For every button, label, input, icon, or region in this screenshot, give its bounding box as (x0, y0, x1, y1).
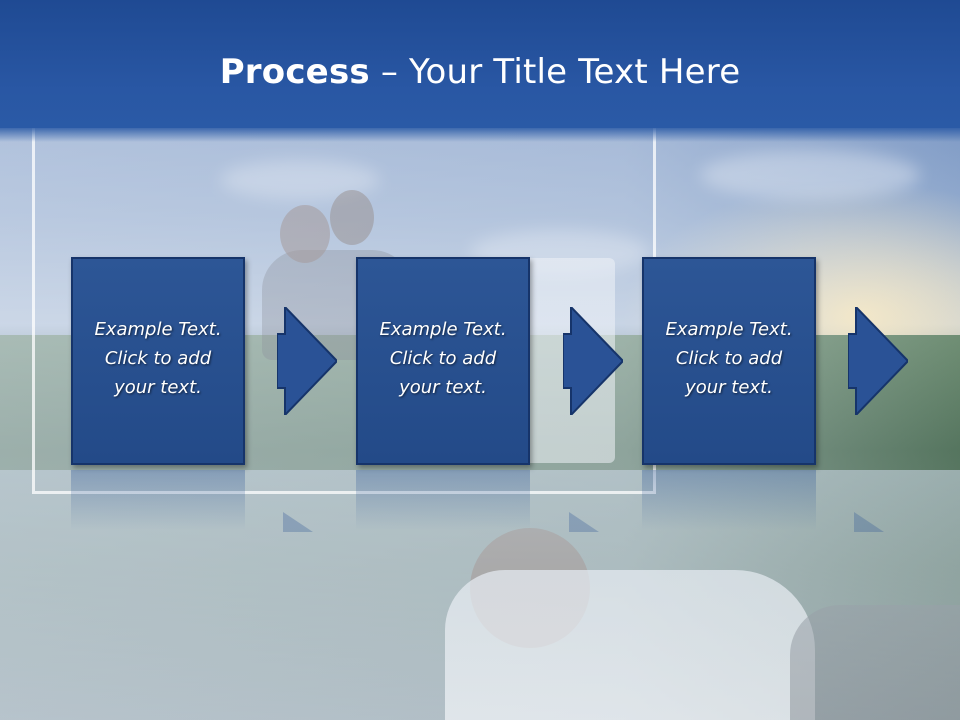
step-text-3: Example Text. Click to add your text. (644, 315, 814, 402)
step-text-line: Example Text. (665, 319, 793, 340)
step-box-3[interactable]: Example Text. Click to add your text. (642, 257, 816, 465)
title-bold: Process (219, 52, 370, 92)
step-reflection-2 (356, 470, 530, 530)
step-reflection-3 (642, 470, 816, 530)
arrow-right-icon (563, 307, 623, 415)
step-reflection-1 (71, 470, 245, 530)
step-text-line: your text. (114, 377, 202, 398)
step-text-line: Example Text. (379, 319, 507, 340)
step-box-2[interactable]: Example Text. Click to add your text. (356, 257, 530, 465)
step-text-line: your text. (685, 377, 773, 398)
step-text-line: Click to add (104, 348, 212, 369)
background-lower-fade (0, 470, 960, 720)
step-box-1[interactable]: Example Text. Click to add your text. (71, 257, 245, 465)
step-text-1: Example Text. Click to add your text. (73, 315, 243, 402)
step-text-line: Example Text. (94, 319, 222, 340)
arrow-right-icon (848, 307, 908, 415)
arrow-reflection-icon (854, 512, 884, 532)
step-text-line: your text. (399, 377, 487, 398)
title-rest: – Your Title Text Here (369, 52, 741, 92)
title-bar (0, 0, 960, 142)
slide-title[interactable]: Process – Your Title Text Here (0, 52, 960, 92)
step-text-line: Click to add (675, 348, 783, 369)
step-text-2: Example Text. Click to add your text. (358, 315, 528, 402)
arrow-reflection-icon (283, 512, 313, 532)
arrow-reflection-icon (569, 512, 599, 532)
arrow-right-icon (277, 307, 337, 415)
step-text-line: Click to add (389, 348, 497, 369)
